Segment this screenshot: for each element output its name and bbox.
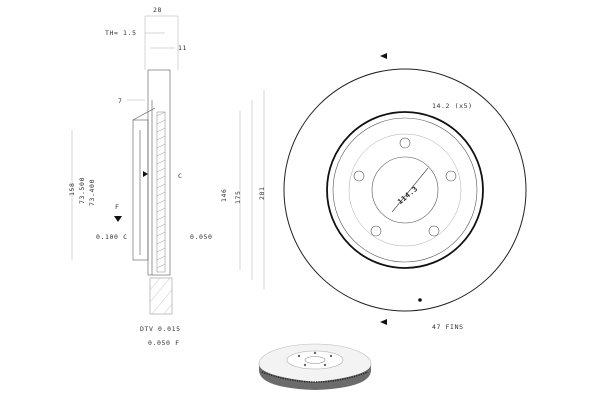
hub-hatch-lines bbox=[149, 277, 173, 315]
label-175: 175 bbox=[234, 190, 242, 204]
center-bore-circle bbox=[371, 156, 439, 224]
label-runout: 0.100 C bbox=[96, 233, 128, 241]
bolt-hole bbox=[428, 225, 440, 237]
thumb-bolt bbox=[329, 354, 333, 358]
thumb-bolt bbox=[323, 363, 327, 367]
label-parallelism: 0.050 F bbox=[148, 339, 180, 347]
disc-3d-thumbnail bbox=[258, 343, 372, 390]
thumb-bore bbox=[304, 356, 326, 364]
label-bolt-spec: 14.2 (x5) bbox=[432, 102, 473, 110]
label-flatness: 0.050 bbox=[190, 233, 213, 241]
pcd-leader bbox=[391, 167, 429, 213]
rotation-arrow-top bbox=[380, 53, 387, 59]
label-pcd: 114.3 bbox=[396, 185, 419, 206]
label-bore-min: 73.400 bbox=[88, 179, 96, 206]
hat-outer-circle bbox=[326, 111, 484, 269]
outer-rim-circle bbox=[283, 68, 527, 312]
rotation-arrow-bottom bbox=[380, 319, 387, 325]
label-158: 158 bbox=[68, 182, 76, 196]
vent-hatch-lines bbox=[156, 111, 166, 269]
label-hat-offset: 7 bbox=[118, 97, 123, 105]
vent-hatch-band bbox=[156, 111, 166, 273]
hub-hatch-block bbox=[149, 277, 173, 315]
label-min-thickness: TH= 1.5 bbox=[105, 29, 137, 37]
hat-taper-top bbox=[132, 107, 156, 121]
cross-section-view: 28 TH= 1.5 11 7 158 73.500 73.400 F 0.10… bbox=[68, 6, 266, 347]
reference-dot bbox=[418, 298, 422, 302]
hat-section bbox=[132, 119, 149, 261]
friction-ring-outline bbox=[147, 69, 171, 276]
label-281: 281 bbox=[258, 186, 266, 200]
thumb-side-edge bbox=[259, 364, 371, 390]
label-datum-f: F bbox=[115, 203, 120, 211]
bolt-hole bbox=[445, 170, 457, 182]
label-fins: 47 FINS bbox=[432, 323, 464, 331]
pcd-circle bbox=[348, 133, 462, 247]
thumb-fins bbox=[261, 371, 369, 383]
thumb-bolt bbox=[303, 363, 307, 367]
label-dtv: DTV 0.015 bbox=[140, 325, 181, 333]
label-bore-max: 73.500 bbox=[78, 177, 86, 204]
datum-c-arrow bbox=[143, 171, 148, 177]
label-146: 146 bbox=[220, 188, 228, 202]
thumb-bolt bbox=[297, 354, 301, 358]
bolt-holes bbox=[353, 137, 457, 237]
label-hat-depth: 11 bbox=[178, 44, 187, 52]
datum-f-triangle bbox=[114, 216, 122, 222]
bolt-hole bbox=[370, 225, 382, 237]
hat-inner-circle bbox=[332, 117, 478, 263]
thumb-bolt bbox=[313, 351, 317, 355]
bolt-hole bbox=[399, 137, 411, 149]
label-datum-c: C bbox=[178, 172, 183, 180]
label-width: 28 bbox=[153, 6, 162, 14]
front-view: 14.2 (x5) 114.3 47 FINS bbox=[283, 53, 527, 331]
bolt-hole bbox=[353, 170, 365, 182]
